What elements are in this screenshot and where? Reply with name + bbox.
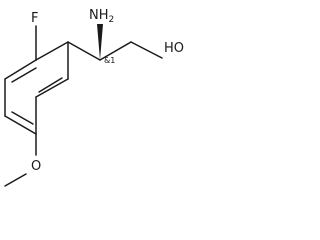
ring-bond (35, 41, 69, 61)
wedge-bond (97, 24, 103, 60)
hydroxyl-label: HO (164, 41, 184, 56)
aromatic-inner-bond (11, 111, 34, 125)
ether-oxygen-to-methyl-bond (4, 173, 27, 187)
ether-oxygen-label: O (31, 159, 41, 174)
amine-label: NH2 (89, 8, 114, 25)
amine-subscript: 2 (109, 15, 115, 25)
ch2-to-oxygen-bond (130, 41, 163, 59)
fluorine-label: F (31, 11, 38, 26)
stereocenter-to-ch2-bond (99, 41, 132, 61)
molecule-structure: F NH2 &1 HO O (4, 8, 184, 187)
aromatic-inner-bond (38, 77, 63, 93)
stereo-descriptor: &1 (104, 56, 115, 65)
ring-bond (35, 78, 69, 98)
ring-bond (4, 59, 37, 80)
ring-to-stereocenter-bond (67, 41, 101, 61)
ring-bond (4, 115, 37, 135)
benzene-ring (4, 41, 69, 135)
amine-text: NH (89, 8, 109, 23)
aromatic-inner-bond (11, 67, 37, 83)
